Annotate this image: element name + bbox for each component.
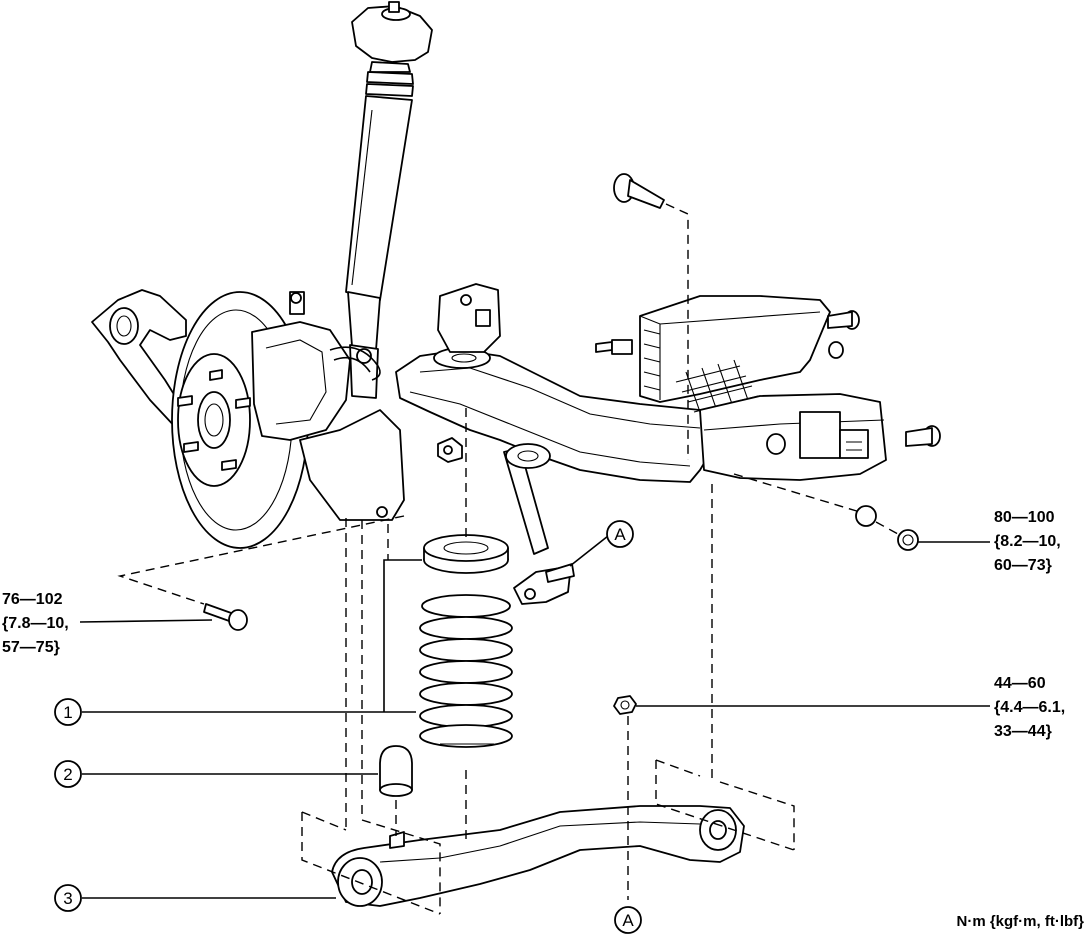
crossmember-bolt: [613, 173, 665, 209]
canister-assembly: [595, 295, 941, 481]
torque-line: {4.4—6.1,: [994, 699, 1065, 716]
reference-letter: A: [614, 525, 626, 544]
reference-mark-lower: A: [614, 906, 642, 934]
callout-number: 3: [63, 889, 72, 908]
torque-line: {8.2—10,: [994, 533, 1061, 550]
callout-number: 1: [63, 703, 72, 722]
leader-lines: [79, 535, 990, 899]
torque-line: 44—60: [994, 675, 1046, 692]
units-note: N·m {kgf·m, ft·lbf}: [957, 913, 1085, 930]
torque-label-crossmember-nut: 80—100 {8.2—10, 60—73}: [994, 509, 1061, 574]
lower-arm: [331, 805, 745, 907]
knuckle-bolt: [203, 603, 248, 631]
assembly-guide-lines: [117, 203, 899, 915]
reference-mark-upper: A: [606, 520, 634, 548]
torque-line: 76—102: [2, 591, 63, 608]
torque-line: 33—44}: [994, 723, 1052, 740]
reference-letter: A: [622, 911, 634, 930]
abs-sensor: [513, 563, 575, 605]
torque-line: 80—100: [994, 509, 1055, 526]
torque-line: {7.8—10,: [2, 615, 69, 632]
callout-number: 2: [63, 765, 72, 784]
crossmember-nut: [855, 505, 919, 551]
torque-label-knuckle-bolt: 76—102 {7.8—10, 57—75}: [2, 591, 69, 656]
bound-stopper: [379, 745, 413, 797]
callout-2: 2: [54, 760, 82, 788]
lower-arm-nut: [613, 695, 637, 715]
torque-label-lower-arm-nut: 44—60 {4.4—6.1, 33—44}: [994, 675, 1065, 740]
knuckle-brake-assembly: [91, 289, 405, 549]
torque-line: 57—75}: [2, 639, 60, 656]
spring-seat: [423, 534, 509, 574]
callout-1: 1: [54, 698, 82, 726]
shock-absorber: [345, 1, 433, 399]
coil-spring: [419, 594, 513, 748]
callout-3: 3: [54, 884, 82, 912]
crossmember: [395, 283, 721, 555]
torque-line: 60—73}: [994, 557, 1052, 574]
